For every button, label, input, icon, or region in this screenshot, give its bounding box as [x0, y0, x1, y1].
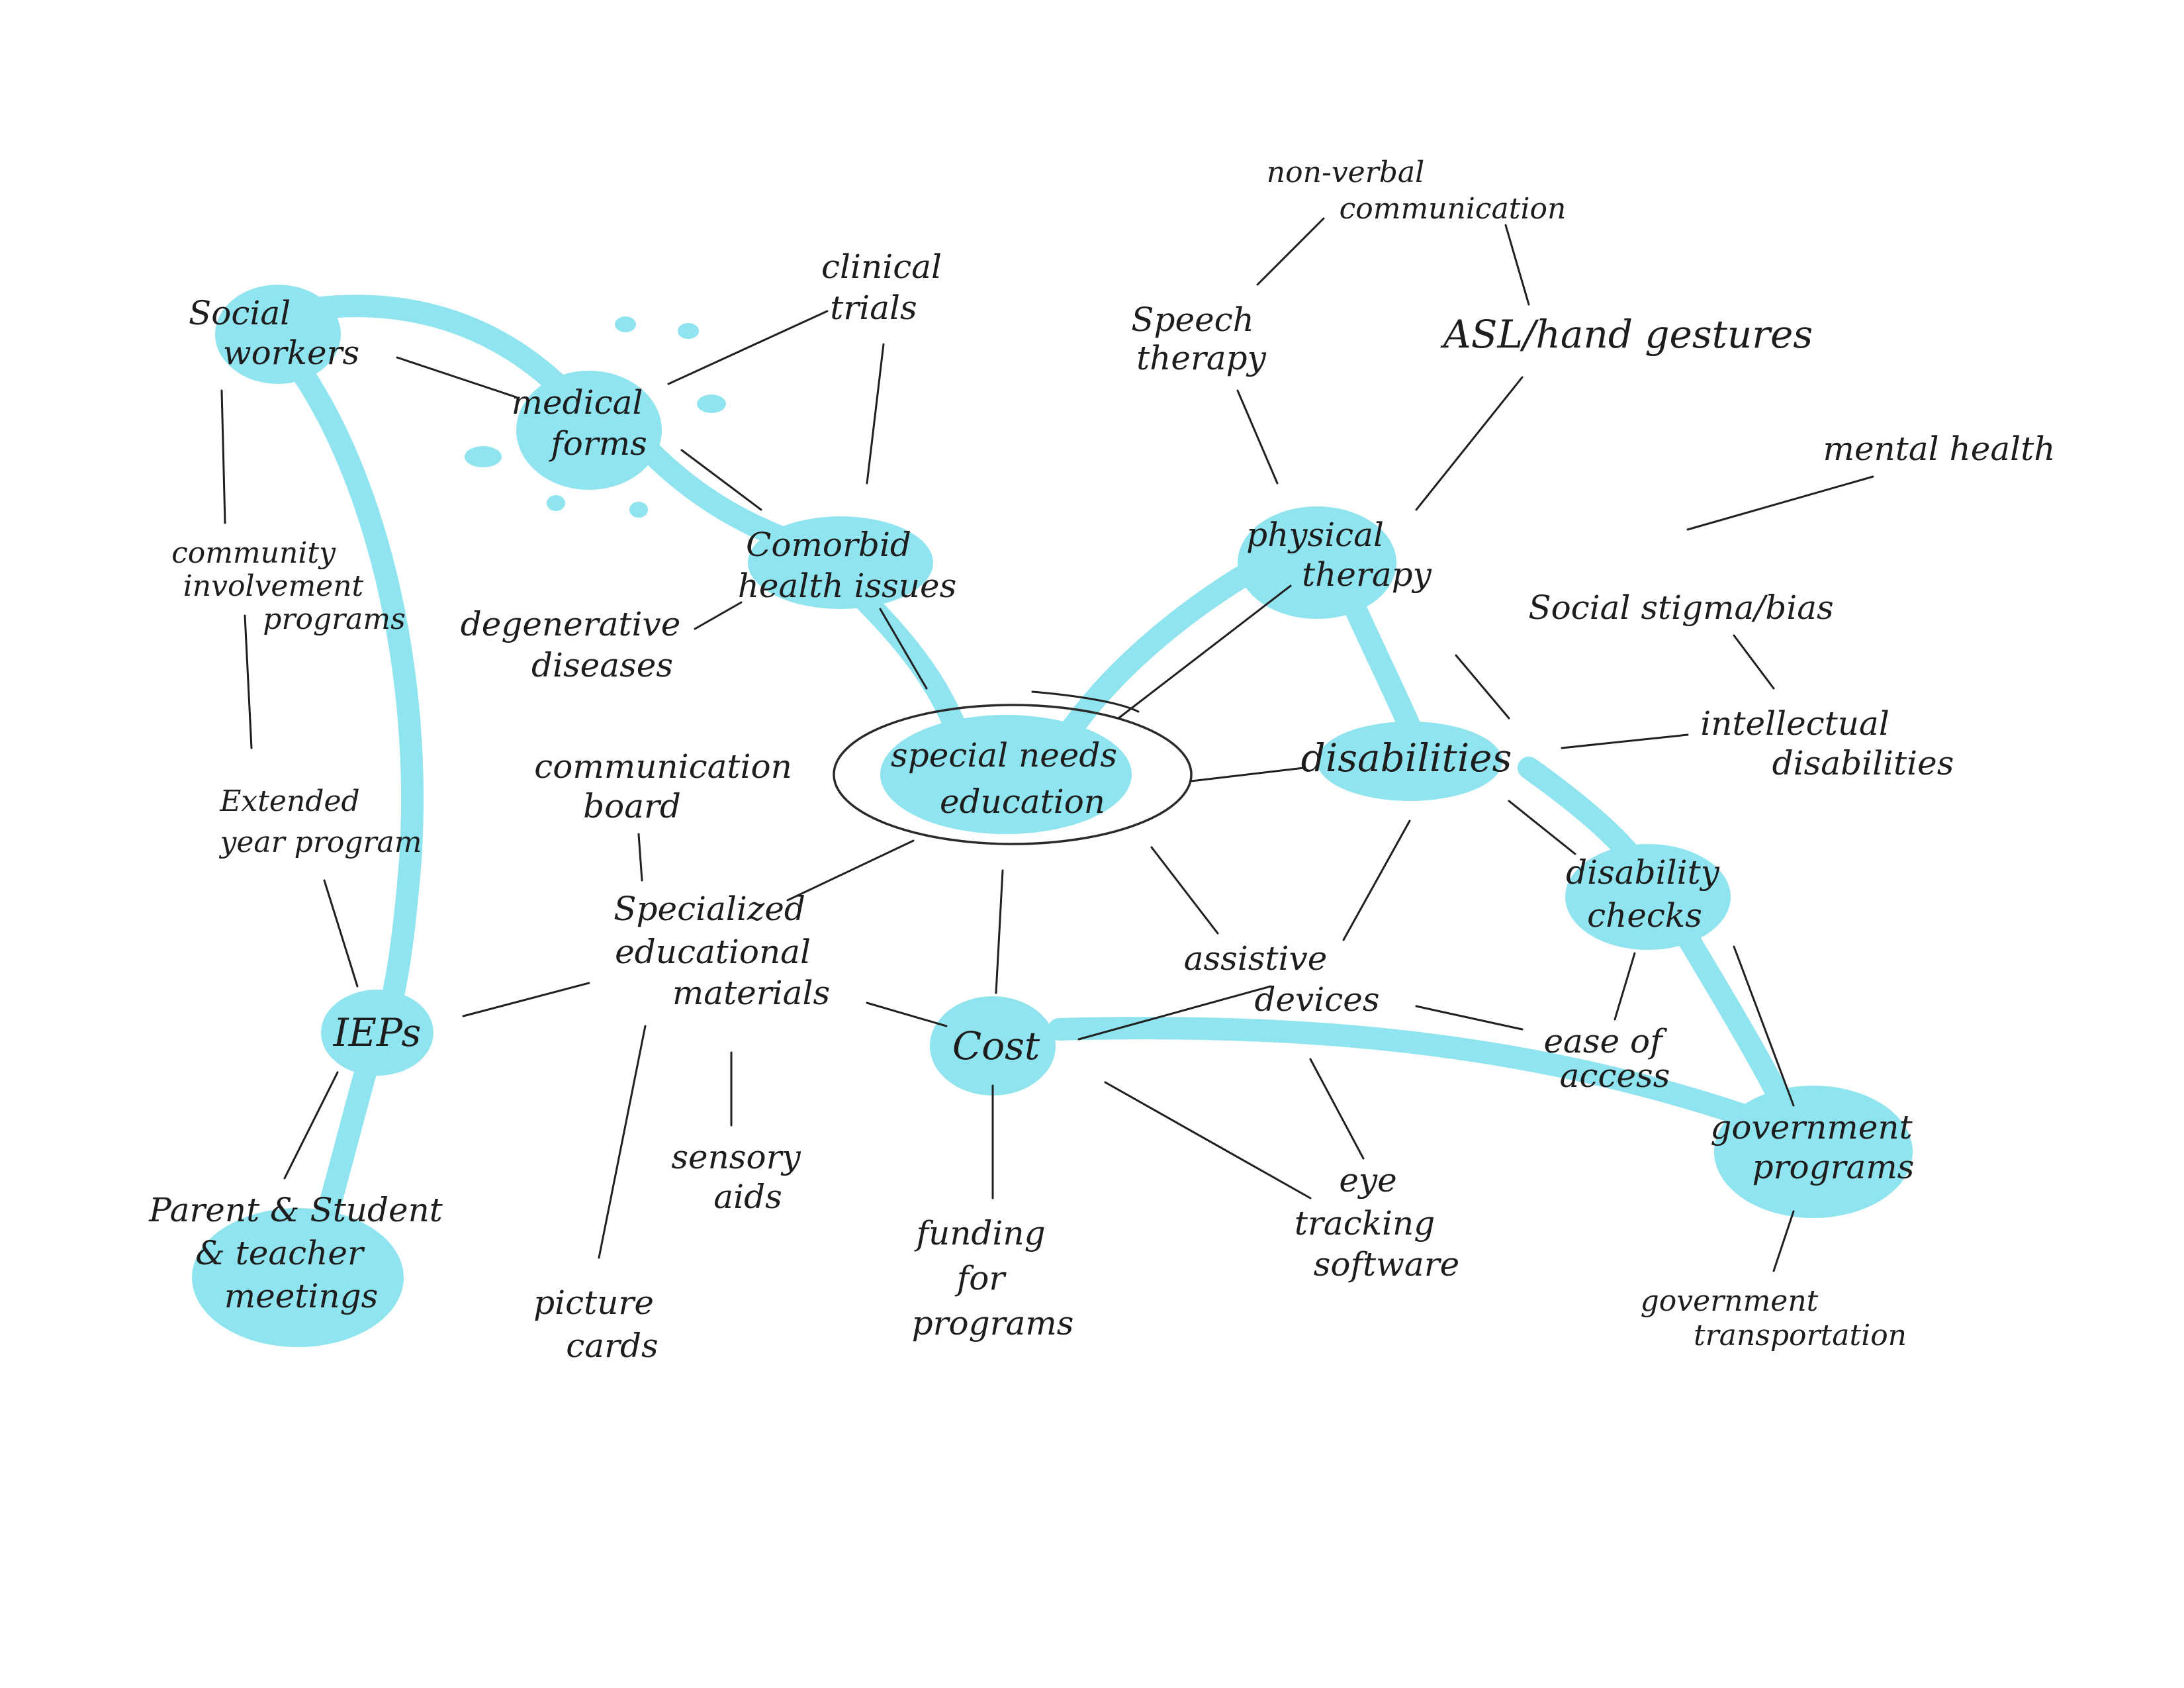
- edge-stigma-intellectual: [1733, 634, 1775, 690]
- highlight-path-cost-government: [1048, 1017, 1765, 1130]
- edge-ieps-materials: [462, 982, 590, 1017]
- edge-extended-ieps: [323, 879, 359, 988]
- node-clinical-trials: clinical trials: [821, 248, 952, 327]
- node-medical-forms: medical forms: [512, 383, 654, 463]
- edge-cost-eyetracking: [1104, 1081, 1312, 1199]
- edge-comorbid-center: [879, 608, 928, 690]
- edge-stigma-disabilities: [1455, 654, 1510, 720]
- node-asl-hand-gestures: ASL/hand gestures: [1440, 312, 1813, 357]
- node-government-programs: government programs: [1710, 1108, 1923, 1186]
- edge-checks-ease: [1614, 952, 1636, 1021]
- edge-community-extended: [244, 614, 253, 749]
- highlight-blob-comorbid: [748, 516, 933, 609]
- node-ieps: IEPs: [333, 1010, 421, 1055]
- edge-board-materials: [637, 833, 643, 882]
- edge-disabilities-intellectual: [1561, 733, 1689, 749]
- edge-nonverbal-speech: [1256, 217, 1325, 286]
- node-cost: Cost: [952, 1023, 1040, 1068]
- edge-assistive-ease: [1415, 1005, 1524, 1031]
- edge-disabilities-checks: [1508, 800, 1576, 855]
- edge-speech-physical: [1236, 389, 1279, 485]
- edge-degenerative-comorbid: [694, 601, 743, 630]
- edge-social-community: [220, 389, 226, 524]
- node-physical-therapy: physical therapy: [1246, 516, 1432, 594]
- edge-center-disabilities: [1190, 767, 1305, 782]
- node-nonverbal-communication: non-verbal communication: [1267, 156, 1567, 226]
- edge-mental-stigma: [1686, 475, 1874, 531]
- node-social-stigma: Social stigma/bias: [1528, 588, 1833, 627]
- edge-medical-comorbid: [680, 449, 762, 511]
- node-assistive-devices: assistive devices: [1184, 939, 1380, 1019]
- edge-center-assistive: [1150, 846, 1219, 935]
- node-ease-of-access: ease of access: [1543, 1022, 1672, 1095]
- edges-layer: [220, 217, 1874, 1272]
- node-specialized-materials: Specialized educational materials: [614, 890, 830, 1012]
- highlight-blob-cost: [930, 996, 1056, 1096]
- node-funding-for-programs: funding for programs: [912, 1214, 1074, 1342]
- node-degenerative-diseases: degenerative diseases: [461, 605, 692, 684]
- highlight-path-ieps-meetings: [313, 1055, 379, 1236]
- node-meetings: Parent & Student & teacher meetings: [148, 1191, 453, 1315]
- highlight-path-checks-government: [1670, 915, 1798, 1123]
- edge-asl-physical: [1415, 376, 1524, 511]
- highlight-blob-physical-therapy: [1238, 506, 1396, 619]
- edge-government-transportation: [1772, 1210, 1795, 1272]
- sun-rays-decoration: [465, 316, 726, 518]
- edge-center-physical: [1117, 585, 1292, 720]
- node-communication-board: communication board: [534, 747, 802, 825]
- edge-clinical-comorbid: [866, 343, 885, 485]
- highlight-blob-center: [880, 715, 1132, 834]
- highlight-blob-disabilities: [1317, 722, 1502, 801]
- node-intellectual-disabilities: intellectual disabilities: [1700, 704, 1954, 782]
- highlight-path-comorbid-center: [849, 585, 964, 733]
- edge-center-cost: [995, 869, 1004, 994]
- node-picture-cards: picture cards: [533, 1284, 664, 1365]
- center-label: special needs education: [891, 736, 1128, 821]
- edge-medical-clinical: [667, 310, 829, 385]
- node-disabilities: disabilities: [1301, 735, 1512, 780]
- edge-materials-cost: [866, 1002, 948, 1027]
- highlight-blob-disability-checks: [1565, 844, 1731, 950]
- edge-materials-picture: [598, 1025, 647, 1259]
- edge-disabilities-assistive: [1342, 820, 1411, 941]
- node-social-workers: Social workers: [189, 294, 359, 372]
- node-community-programs: community involvement programs: [171, 536, 406, 636]
- highlight-blob-ieps: [321, 990, 433, 1076]
- highlight-blob-meetings: [192, 1208, 404, 1347]
- highlight-path-social-ieps: [280, 346, 424, 1044]
- node-comorbid-health-issues: Comorbid health issues: [738, 526, 957, 605]
- center-circle: [833, 704, 1193, 845]
- highlight-path-disabilities-checks: [1518, 757, 1646, 872]
- node-mental-health: mental health: [1823, 430, 2056, 468]
- node-disability-checks: disability checks: [1566, 853, 1730, 935]
- edge-ieps-meetings: [283, 1071, 339, 1180]
- highlight-blob-social-workers: [215, 285, 341, 384]
- node-speech-therapy: Speech therapy: [1131, 301, 1266, 377]
- edge-assistive-eyetracking: [1309, 1058, 1365, 1160]
- highlight-blob-medical-forms: [516, 371, 662, 490]
- node-sensory-aids: sensory aids: [671, 1138, 811, 1216]
- node-eye-tracking-software: eye tracking software: [1295, 1161, 1459, 1284]
- node-government-transportation: government transportation: [1641, 1284, 1907, 1352]
- edge-assistive-cost: [1077, 985, 1272, 1041]
- edge-materials-center: [786, 839, 915, 902]
- labels-layer: special needs education Social workers m…: [148, 156, 2055, 1365]
- highlight-blob-government-programs: [1714, 1086, 1913, 1218]
- node-extended-year-program: Extended year program: [219, 784, 422, 859]
- edge-social-medical: [396, 356, 518, 399]
- edge-nonverbal-asl: [1504, 224, 1530, 306]
- edge-checks-government: [1733, 945, 1795, 1107]
